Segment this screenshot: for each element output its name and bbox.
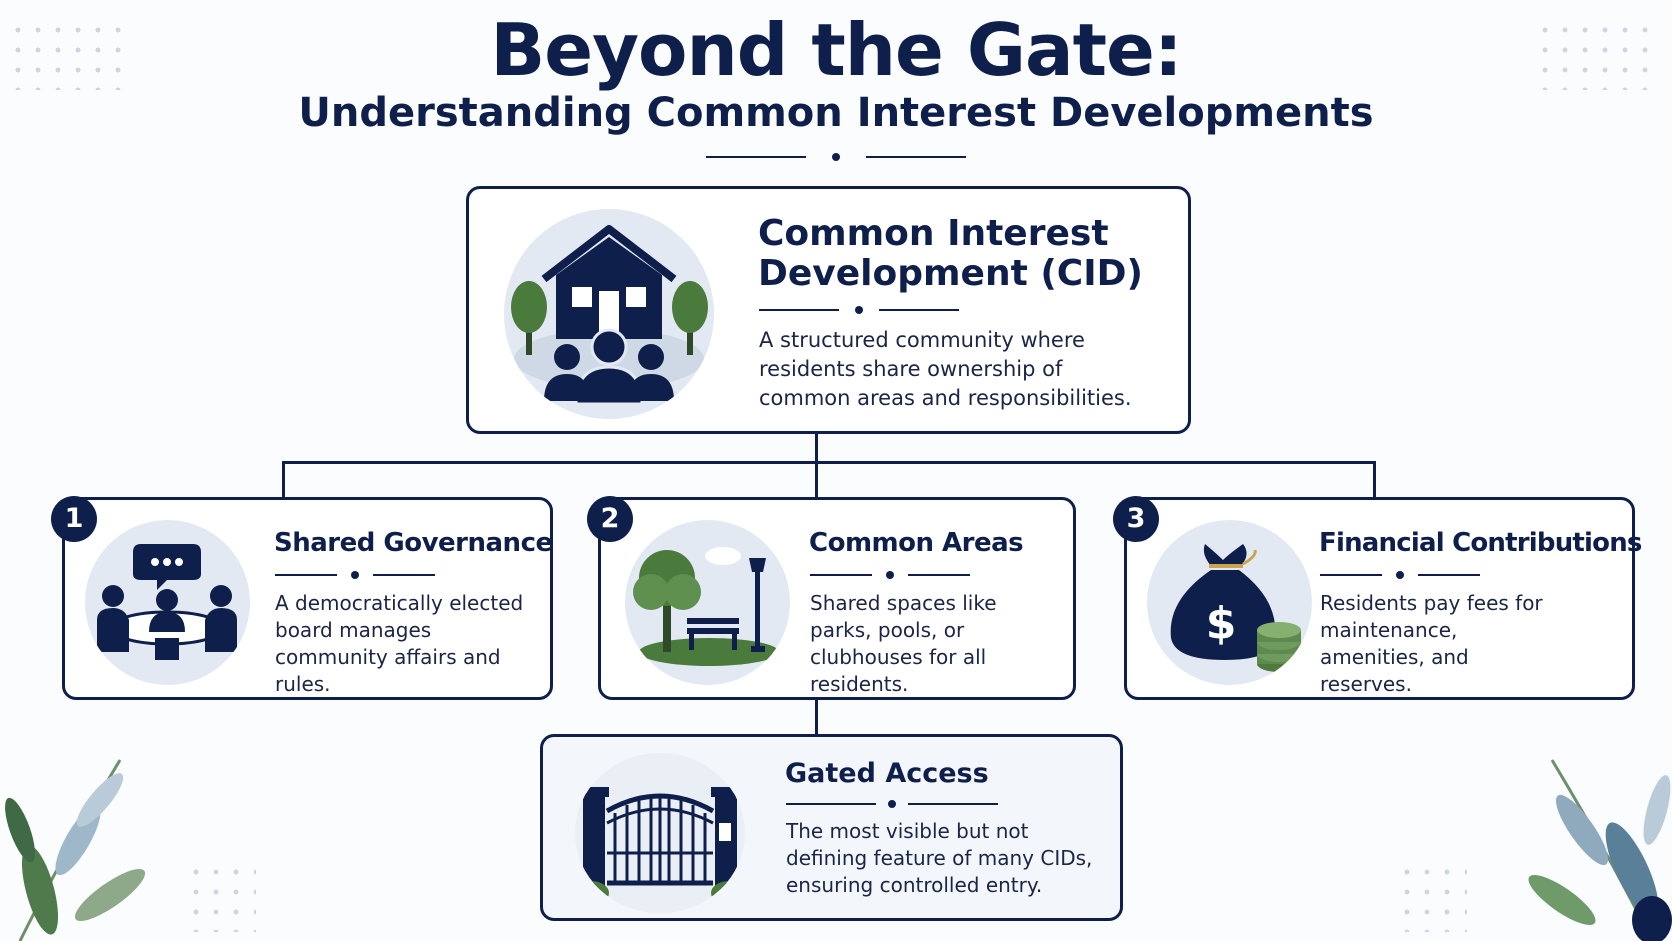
- cid-root-card: Common Interest Development (CID) A stru…: [466, 186, 1191, 434]
- step-badge-1: 1: [51, 496, 97, 542]
- connector-gated: [815, 698, 818, 736]
- money-bag-icon: $: [1147, 520, 1312, 685]
- root-title-line2: Development (CID): [758, 253, 1143, 294]
- root-title-line1: Common Interest: [758, 213, 1109, 254]
- leaf-decoration-right-icon: [1528, 759, 1672, 941]
- root-description: A structured community where residents s…: [759, 328, 1132, 410]
- svg-text:$: $: [1206, 598, 1237, 649]
- park-bench-icon: [625, 520, 790, 685]
- connector-root-down: [815, 432, 818, 463]
- governance-divider: [275, 570, 435, 580]
- decorative-dots-bottom-left: [186, 862, 256, 932]
- root-divider: [759, 305, 959, 315]
- connector-left-down: [282, 461, 285, 497]
- connector-horizontal: [282, 461, 1376, 464]
- decorative-dots-top-left: [8, 20, 128, 90]
- gated-access-card: Gated Access The most visible but not de…: [540, 734, 1123, 921]
- common-areas-divider: [810, 570, 970, 580]
- gated-access-title: Gated Access: [785, 758, 989, 789]
- board-meeting-icon: [85, 520, 250, 685]
- leaf-decoration-left-icon: [5, 759, 146, 941]
- shared-governance-title: Shared Governance: [274, 528, 553, 558]
- shared-governance-description: A democratically elected board manages c…: [275, 591, 524, 696]
- common-areas-card: 2 Common Areas Shared spaces like parks,…: [587, 496, 1076, 700]
- gated-access-description: The most visible but not defining featur…: [786, 819, 1093, 897]
- title-divider: [706, 152, 966, 162]
- page-subtitle: Understanding Common Interest Developmen…: [298, 90, 1374, 136]
- financial-contributions-card: $ 3 Financial Contributions Residents pa…: [1113, 496, 1642, 700]
- common-areas-description: Shared spaces like parks, pools, or club…: [810, 591, 997, 696]
- connector-right-down: [1373, 461, 1376, 497]
- step-badge-3: 3: [1113, 496, 1159, 542]
- connector-middle-down: [815, 461, 818, 497]
- step-badge-2: 2: [587, 496, 633, 542]
- financial-contributions-title: Financial Contributions: [1319, 528, 1642, 558]
- financial-divider: [1320, 570, 1480, 580]
- decorative-dots-bottom-right: [1397, 862, 1467, 932]
- decorative-dots-top-right: [1535, 20, 1655, 90]
- shared-governance-card: 1 Shared Governance A democratically ele…: [51, 496, 553, 700]
- house-community-icon: [504, 209, 714, 419]
- page-title: Beyond the Gate:: [490, 8, 1182, 92]
- gated-divider: [786, 799, 998, 809]
- gate-icon: [575, 753, 745, 913]
- financial-contributions-description: Residents pay fees for maintenance, amen…: [1320, 591, 1543, 696]
- common-areas-title: Common Areas: [809, 528, 1024, 558]
